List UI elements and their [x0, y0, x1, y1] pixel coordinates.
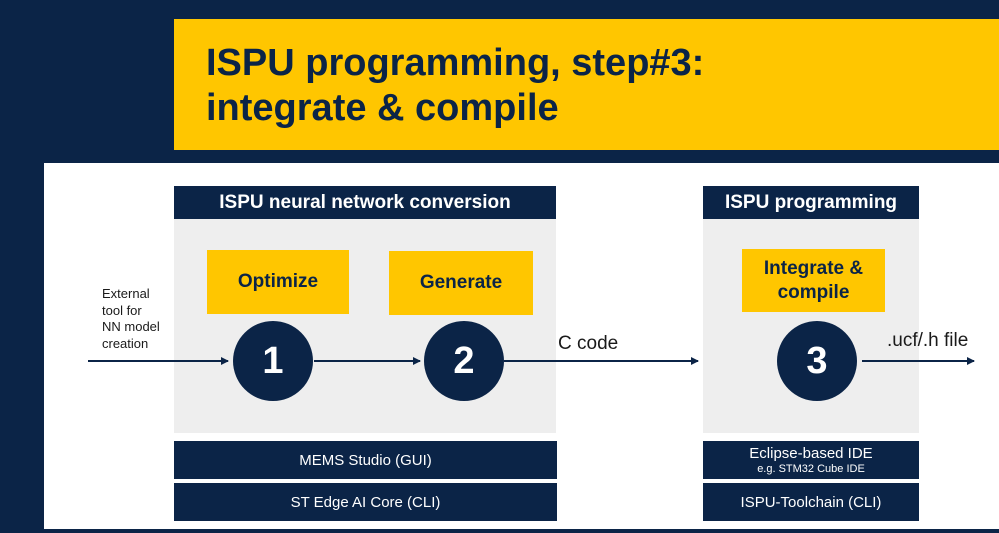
eclipse-ide-sublabel: e.g. STM32 Cube IDE	[757, 463, 865, 475]
integrate-compile-label-line-1: Integrate &	[763, 257, 864, 279]
st-edge-ai-core-box: ST Edge AI Core (CLI)	[174, 483, 557, 521]
title-banner: ISPU programming, step#3: integrate & co…	[174, 19, 999, 150]
diagram-panel: ISPU neural network conversion ISPU prog…	[44, 163, 999, 529]
input-label: External tool for NN model creation	[102, 286, 160, 352]
flow-arrows	[88, 357, 975, 365]
c-code-label: C code	[558, 333, 619, 354]
input-label-line-3: NN model	[102, 319, 160, 334]
input-label-line-2: tool for	[102, 302, 142, 318]
generate-step-box: Generate	[389, 251, 533, 315]
step-3-circle: 3	[777, 321, 857, 401]
st-edge-ai-core-label: ST Edge AI Core (CLI)	[290, 493, 441, 511]
step-1-circle: 1	[233, 321, 313, 401]
ispu-toolchain-box: ISPU-Toolchain (CLI)	[703, 483, 919, 521]
slide-title: ISPU programming, step#3: integrate & co…	[206, 41, 704, 131]
input-label-line-4: creation	[102, 335, 149, 351]
output-label: .ucf/.h file	[887, 330, 969, 351]
integrate-compile-label-line-2: compile	[777, 281, 850, 303]
eclipse-ide-box: Eclipse-based IDE e.g. STM32 Cube IDE	[703, 441, 919, 479]
eclipse-ide-label: Eclipse-based IDE	[749, 445, 873, 462]
slide-title-line-2: integrate & compile	[206, 87, 559, 129]
conversion-group-header: ISPU neural network conversion	[174, 186, 556, 219]
mems-studio-label: MEMS Studio (GUI)	[299, 451, 432, 469]
mems-studio-box: MEMS Studio (GUI)	[174, 441, 557, 479]
programming-group-header: ISPU programming	[703, 186, 919, 219]
slide-title-line-1: ISPU programming, step#3:	[206, 42, 705, 84]
optimize-step-box: Optimize	[207, 250, 349, 314]
ispu-toolchain-label: ISPU-Toolchain (CLI)	[740, 493, 882, 511]
input-label-line-1: External	[102, 286, 150, 301]
integrate-compile-step-box: Integrate & compile	[742, 249, 885, 312]
step-2-circle: 2	[424, 321, 504, 401]
